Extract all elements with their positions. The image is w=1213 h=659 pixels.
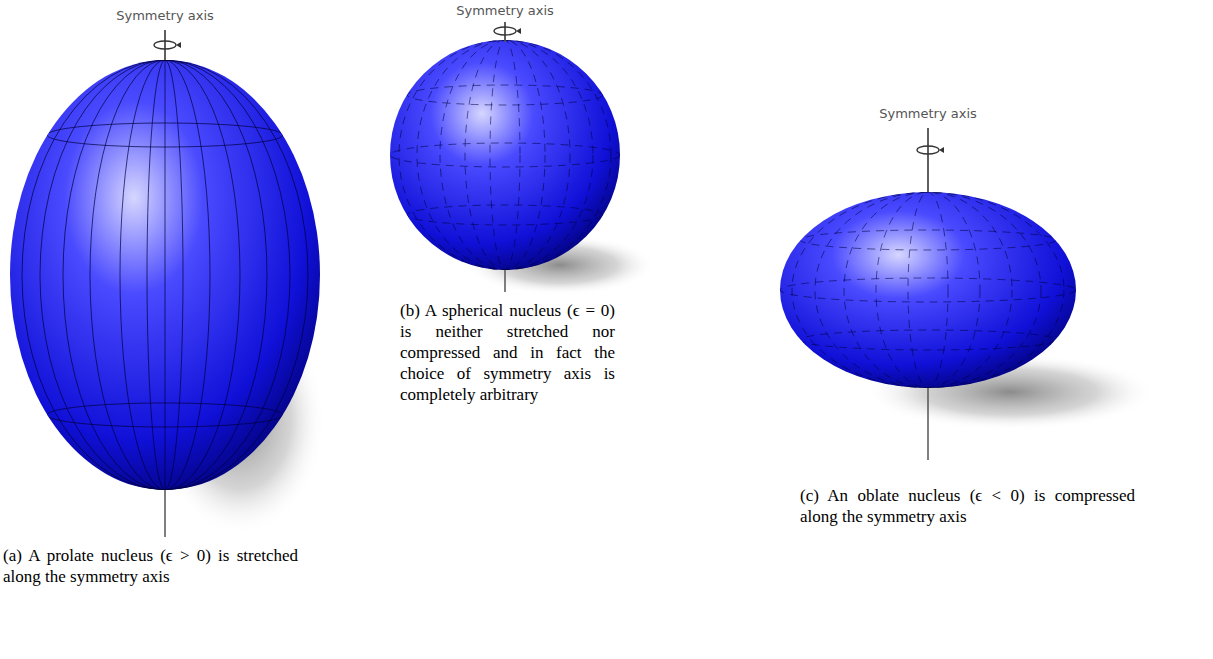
rotation-arrowhead xyxy=(516,28,521,34)
axis-label: Symmetry axis xyxy=(116,8,214,23)
mesh-lines xyxy=(22,55,308,495)
prolate-nucleus xyxy=(10,30,325,537)
rotation-arrow xyxy=(494,27,516,35)
caption: (b) A spherical nucleus (ϵ = 0) is neith… xyxy=(400,300,615,405)
caption: (c) An oblate nucleus (ϵ < 0) is compres… xyxy=(800,485,1135,527)
rotation-arrowhead xyxy=(939,147,944,153)
mesh-lines xyxy=(390,40,620,270)
rotation-arrow xyxy=(917,146,939,154)
symmetry-axis-top xyxy=(504,22,506,42)
rotation-arrow xyxy=(154,41,176,49)
symmetry-axis-top xyxy=(164,30,166,60)
symmetry-axis-top xyxy=(927,128,929,192)
axis-label: Symmetry axis xyxy=(879,106,977,121)
oblate-ellipsoid xyxy=(780,192,1076,388)
caption: (a) A prolate nucleus (ϵ > 0) is stretch… xyxy=(3,545,298,587)
spherical-nucleus xyxy=(390,22,655,295)
rotation-arrowhead xyxy=(176,42,181,48)
axis-label: Symmetry axis xyxy=(456,3,554,18)
mesh-lines xyxy=(780,192,1076,388)
oblate-nucleus xyxy=(780,128,1155,460)
sphere xyxy=(390,40,620,270)
